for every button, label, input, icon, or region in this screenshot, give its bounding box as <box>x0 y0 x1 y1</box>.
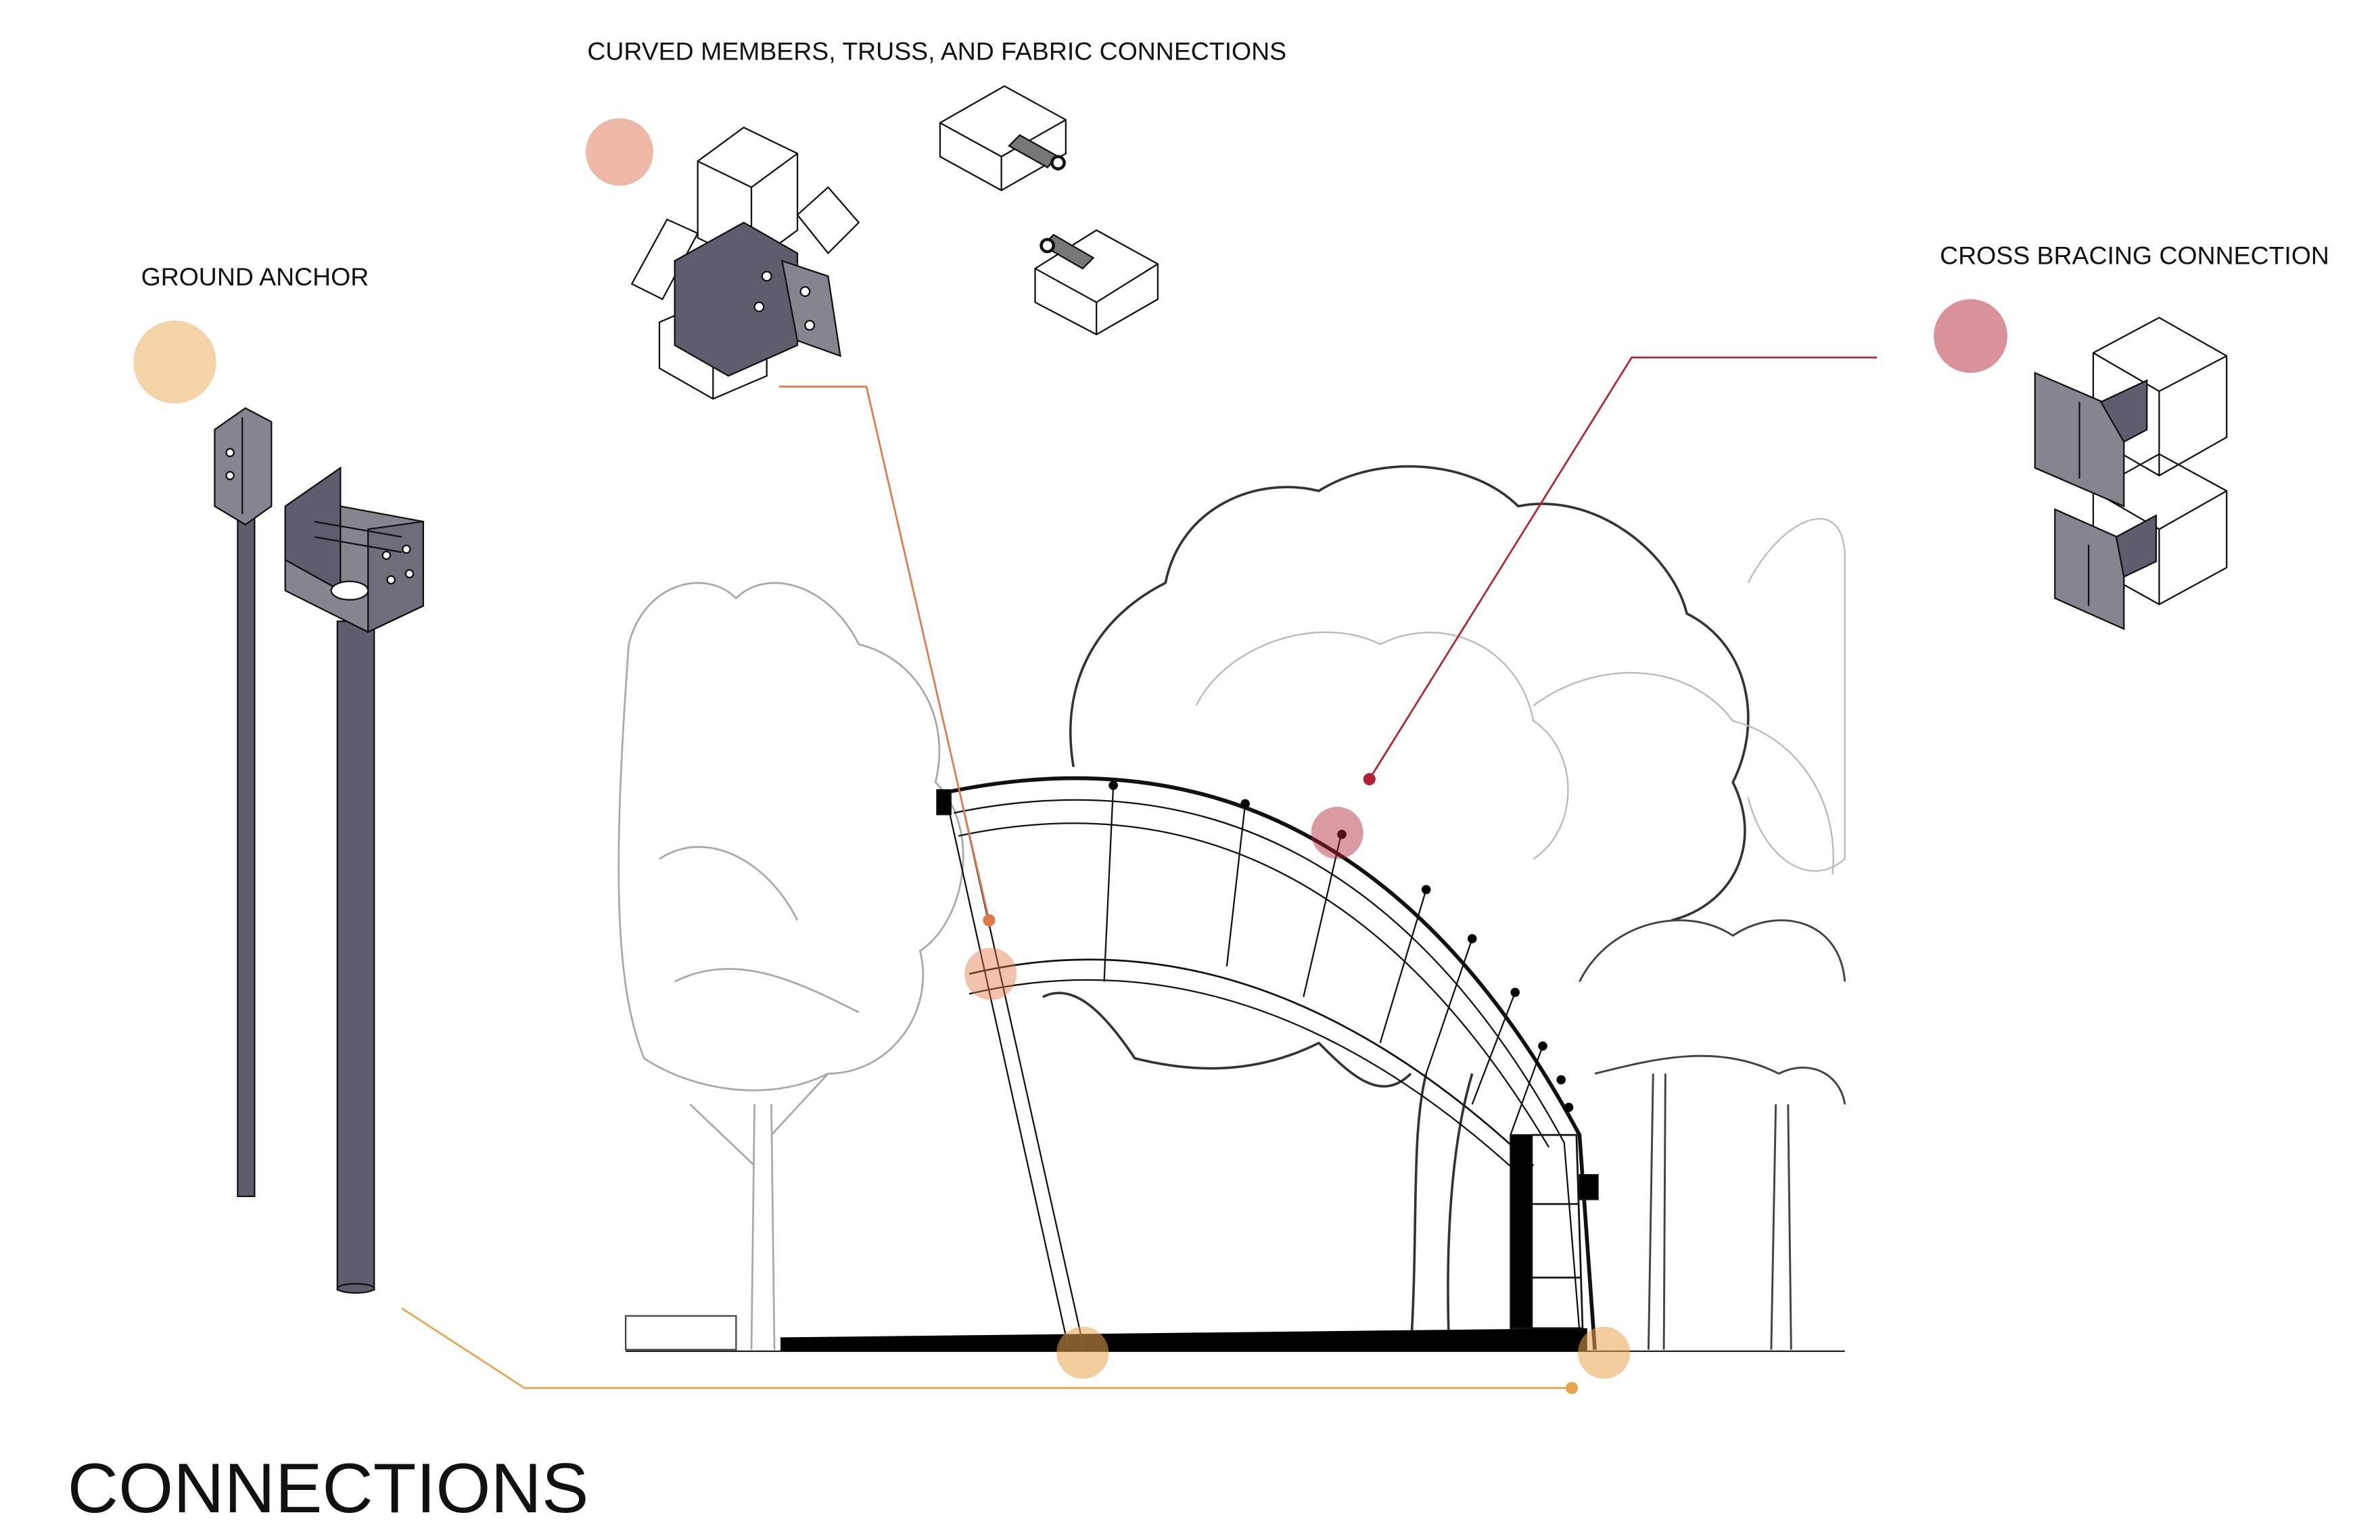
label-curved: CURVED MEMBERS, TRUSS, AND FABRIC CONNEC… <box>587 37 1286 66</box>
leader-cross <box>1363 356 1877 786</box>
tree-center <box>1042 465 1750 1350</box>
cross-bracing-detail <box>2034 317 2228 630</box>
leader-curved <box>778 386 996 927</box>
page-title: CONNECTIONS <box>68 1449 589 1528</box>
trees <box>617 465 1846 1350</box>
ground-anchor-small <box>214 407 273 1197</box>
legend-dot-ground <box>133 321 216 404</box>
tree-left <box>617 582 964 1350</box>
legend-dot-curved <box>586 118 653 186</box>
hatch-block <box>624 1315 737 1351</box>
marker-ground-right[interactable] <box>1578 1326 1631 1379</box>
fabric-connection-detail-2 <box>1034 229 1159 335</box>
label-cross: CROSS BRACING CONNECTION <box>1940 241 2329 269</box>
leader-ground <box>401 1307 1579 1395</box>
marker-curved-joint[interactable] <box>964 948 1017 1000</box>
canopy-arch <box>936 776 1599 1350</box>
label-ground: GROUND ANCHOR <box>141 262 369 291</box>
fabric-connection-detail-1 <box>939 85 1067 191</box>
marker-cross-joint[interactable] <box>1311 806 1363 860</box>
ground-anchor-large <box>284 466 424 1294</box>
tree-far-right <box>1747 517 1846 872</box>
foundation-slab <box>780 1328 1587 1351</box>
marker-ground-left[interactable] <box>1056 1326 1109 1379</box>
legend-dot-cross <box>1934 299 2008 373</box>
tree-center-light <box>1195 631 1834 874</box>
tree-right <box>1579 919 1846 1350</box>
curved-member-connection-detail <box>630 126 860 400</box>
